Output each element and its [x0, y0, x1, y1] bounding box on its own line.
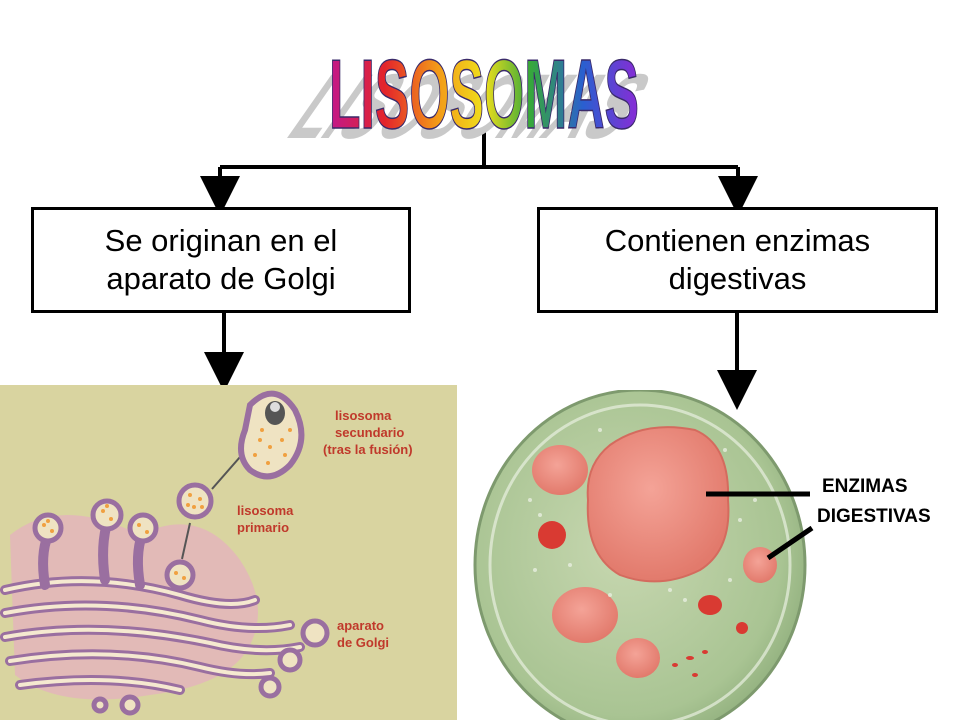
title-area: LISOSOMAS LISOSOMAS: [0, 0, 960, 157]
label-secondary-1: lisosoma: [335, 408, 392, 423]
label-secondary-2: secundario: [335, 425, 404, 440]
label-primary-2: primario: [237, 520, 289, 535]
label-golgi-2: de Golgi: [337, 635, 389, 650]
label-digestivas: DIGESTIVAS: [817, 506, 931, 527]
title-shadow: LISOSOMAS: [270, 55, 672, 150]
title-wordart: LISOSOMAS LISOSOMAS: [270, 38, 672, 157]
node-text-line: Se originan en el: [104, 223, 338, 258]
node-text-line: aparato de Golgi: [106, 261, 336, 296]
label-enzimas: ENZIMAS: [822, 476, 908, 497]
node-text-line: Contienen enzimas: [604, 223, 871, 258]
node-text-line: digestivas: [668, 261, 807, 296]
cell-illustration: ENZIMAS DIGESTIVAS: [473, 390, 931, 720]
page-title: LISOSOMAS: [329, 39, 639, 149]
label-golgi-1: aparato: [337, 618, 384, 633]
label-secondary-3: (tras la fusión): [323, 442, 413, 457]
label-primary-1: lisosoma: [237, 503, 294, 518]
node-origin-golgi: Se originan en el aparato de Golgi: [31, 207, 411, 313]
node-digestive-enzymes: Contienen enzimas digestivas: [537, 207, 938, 313]
golgi-illustration: lisosoma secundario (tras la fusión) lis…: [0, 385, 457, 720]
